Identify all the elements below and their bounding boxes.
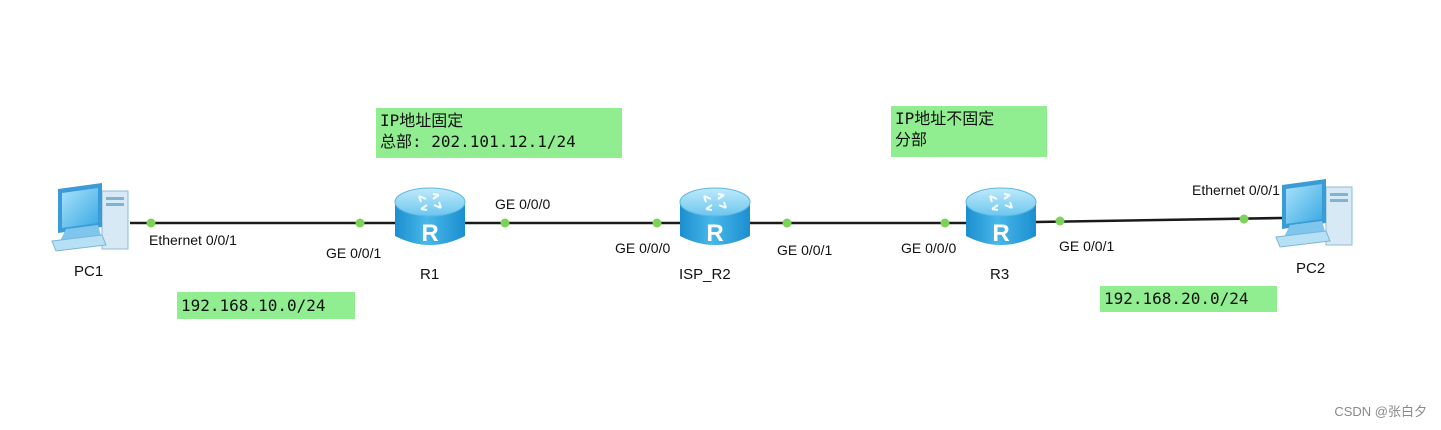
router-icon[interactable]: R [965, 187, 1037, 247]
device-name-r3: R3 [990, 266, 1010, 283]
svg-text:R: R [421, 220, 438, 247]
router-icon[interactable]: R [394, 187, 466, 247]
pc-icon[interactable] [1275, 179, 1353, 248]
port-label-pc1-eth: Ethernet 0/0/1 [149, 232, 237, 248]
svg-text:R: R [706, 220, 723, 247]
watermark: CSDN @张白夕 [1334, 404, 1427, 419]
device-name-r1: R1 [420, 266, 440, 283]
port-label-r3-ge1: GE 0/0/1 [1059, 238, 1115, 254]
note-lan1: 192.168.10.0/24 [177, 292, 355, 319]
port-dot-isp-ge1 [782, 218, 792, 228]
note-branch: IP地址不固定 分部 [891, 106, 1047, 157]
note-lan2: 192.168.20.0/24 [1100, 286, 1277, 312]
pc-icon[interactable] [51, 183, 129, 252]
port-label-isp-ge0: GE 0/0/0 [615, 240, 671, 256]
note-hq: IP地址固定 总部: 202.101.12.1/24 [376, 108, 622, 158]
port-dot-isp-ge0 [652, 218, 662, 228]
port-label-isp-ge1: GE 0/0/1 [777, 242, 833, 258]
note-hq-line1: IP地址固定 [380, 111, 464, 130]
port-dot-pc2-eth [1239, 214, 1249, 224]
note-hq-line2: 总部: 202.101.12.1/24 [380, 132, 576, 151]
device-name-pc1: PC1 [74, 263, 104, 280]
note-branch-line1: IP地址不固定 [895, 109, 995, 128]
port-dot-r1-ge0 [500, 218, 510, 228]
port-label-r1-ge1: GE 0/0/1 [326, 245, 382, 261]
port-dot-r3-ge0 [940, 218, 950, 228]
device-name-pc2: PC2 [1296, 260, 1326, 277]
port-label-r1-ge0: GE 0/0/0 [495, 196, 551, 212]
router-icon[interactable]: R [679, 187, 751, 247]
note-branch-line2: 分部 [895, 130, 928, 149]
svg-text:R: R [992, 220, 1009, 247]
port-label-pc2-eth: Ethernet 0/0/1 [1192, 182, 1280, 198]
port-dot-r1-ge1 [355, 218, 365, 228]
device-name-isp-r2: ISP_R2 [679, 266, 731, 283]
port-label-r3-ge0: GE 0/0/0 [901, 240, 957, 256]
port-dot-r3-ge1 [1055, 216, 1065, 226]
port-dot-pc1-eth [146, 218, 156, 228]
